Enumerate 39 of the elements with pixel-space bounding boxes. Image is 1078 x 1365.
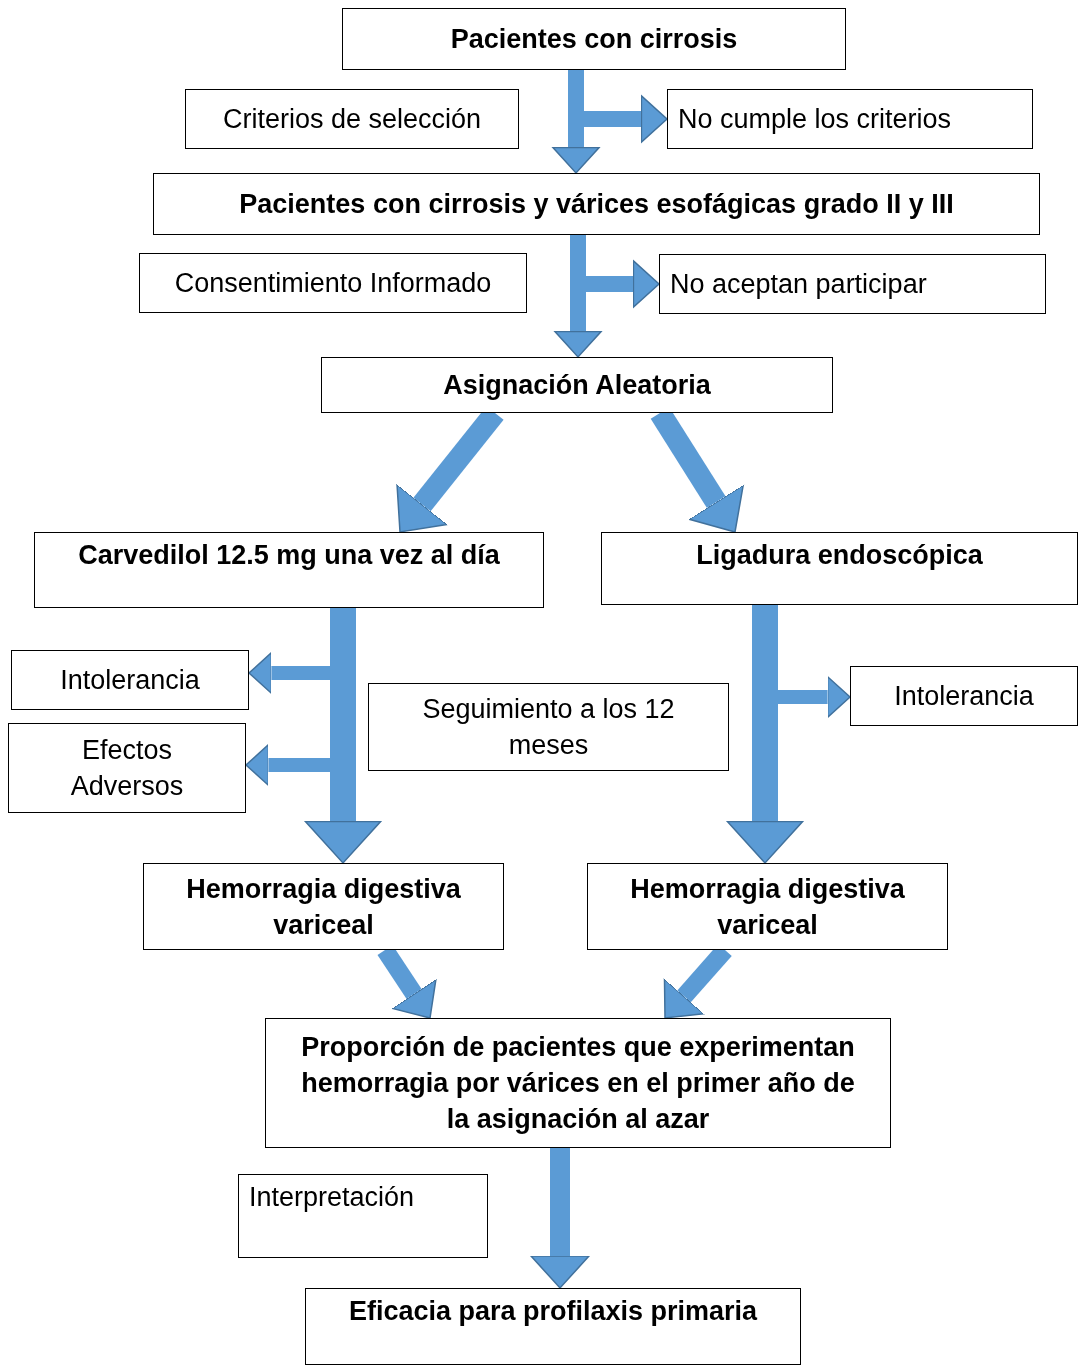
process-box bbox=[321, 357, 833, 413]
node-text: No aceptan participar bbox=[670, 268, 927, 301]
process-box bbox=[153, 173, 1040, 235]
node-text: Efectos Adversos bbox=[69, 734, 185, 803]
process-box bbox=[305, 1288, 801, 1365]
process-box bbox=[8, 723, 246, 813]
node-text: Proporción de pacientes que experimentan hemorragia por várices en el primer año de la asignación al azar bbox=[300, 1031, 856, 1136]
node-text: Hemorragia digestiva variceal bbox=[629, 872, 906, 942]
process-box bbox=[850, 666, 1078, 726]
block-arrow bbox=[304, 608, 382, 864]
block-arrow bbox=[726, 605, 804, 864]
process-box bbox=[143, 863, 504, 950]
node-text: No cumple los criterios bbox=[678, 103, 952, 136]
process-box bbox=[368, 683, 729, 771]
node-text: Criterios de selección bbox=[222, 103, 482, 136]
process-box bbox=[238, 1174, 488, 1258]
process-box bbox=[667, 89, 1033, 149]
process-box bbox=[587, 863, 948, 950]
process-box bbox=[34, 532, 544, 608]
process-box bbox=[139, 253, 527, 313]
process-box bbox=[265, 1018, 891, 1148]
process-box bbox=[601, 532, 1078, 605]
node-text: Pacientes con cirrosis bbox=[450, 23, 738, 56]
node-text: Carvedilol 12.5 mg una vez al día bbox=[78, 539, 500, 572]
node-text: Asignación Aleatoria bbox=[443, 369, 711, 402]
node-text: Pacientes con cirrosis y várices esofágicas grado II y III bbox=[239, 188, 954, 221]
process-box bbox=[185, 89, 519, 149]
process-box bbox=[342, 8, 846, 70]
process-box bbox=[11, 650, 249, 710]
node-text: Eficacia para profilaxis primaria bbox=[348, 1295, 758, 1328]
node-text: Intolerancia bbox=[894, 680, 1034, 713]
process-box bbox=[659, 254, 1046, 314]
node-text: Seguimiento a los 12 meses bbox=[421, 693, 676, 762]
node-text: Hemorragia digestiva variceal bbox=[185, 872, 462, 942]
node-text: Ligadura endoscópica bbox=[696, 539, 983, 572]
node-text: Intolerancia bbox=[60, 664, 200, 697]
block-arrow bbox=[530, 1148, 590, 1289]
node-text: Consentimiento Informado bbox=[174, 267, 492, 300]
node-text: Interpretación bbox=[249, 1181, 415, 1214]
